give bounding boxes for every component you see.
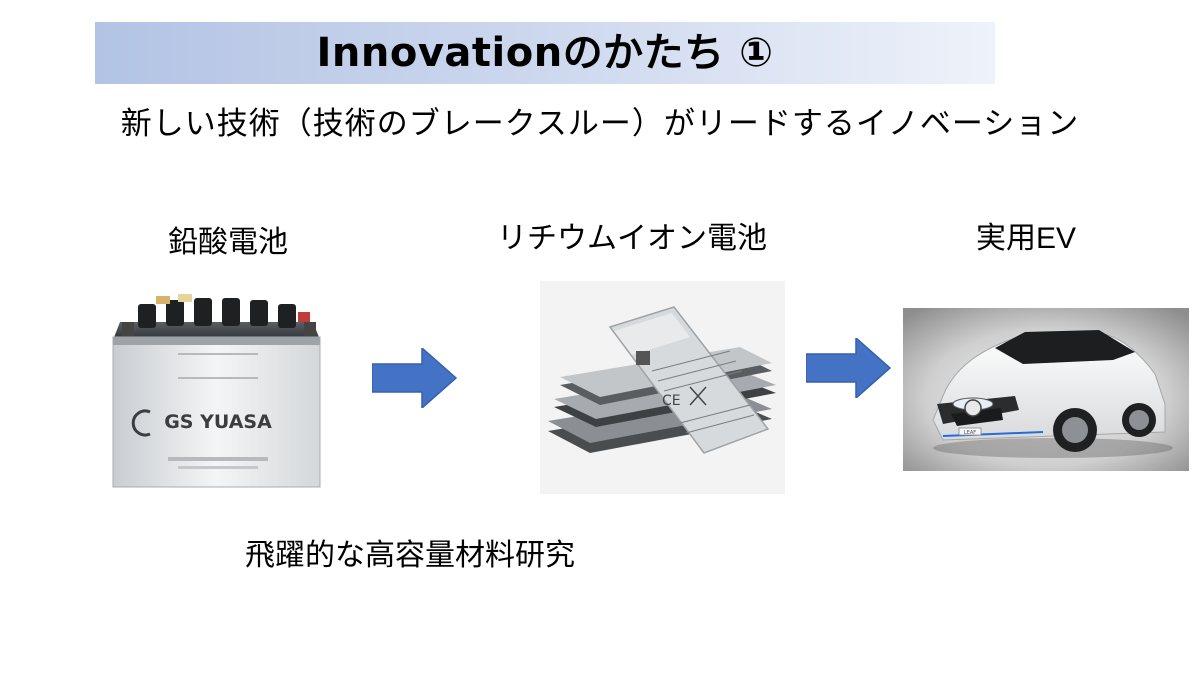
electric-vehicle-image: LEAF [903,308,1189,471]
label-lead-acid-battery: 鉛酸電池 [168,225,288,260]
label-practical-ev: 実用EV [976,222,1077,255]
label-lithium-ion-battery: リチウムイオン電池 [497,221,767,256]
arrow-right-icon [806,338,892,398]
slide-subtitle: 新しい技術（技術のブレークスルー）がリードするイノベーション [120,106,1080,142]
title-band [95,22,995,84]
lithium-ion-battery-image: CE [540,281,785,494]
battery-brand-text: GS YUASA [164,411,272,433]
research-note: 飛躍的な高容量材料研究 [245,538,575,573]
arrow-right-icon [372,348,458,408]
lead-acid-battery-image: GS YUASA [112,294,321,488]
car-plate-text: LEAF [964,430,976,436]
slide-title: Innovationのかたち ① [316,30,774,76]
svg-text:CE: CE [662,393,681,409]
